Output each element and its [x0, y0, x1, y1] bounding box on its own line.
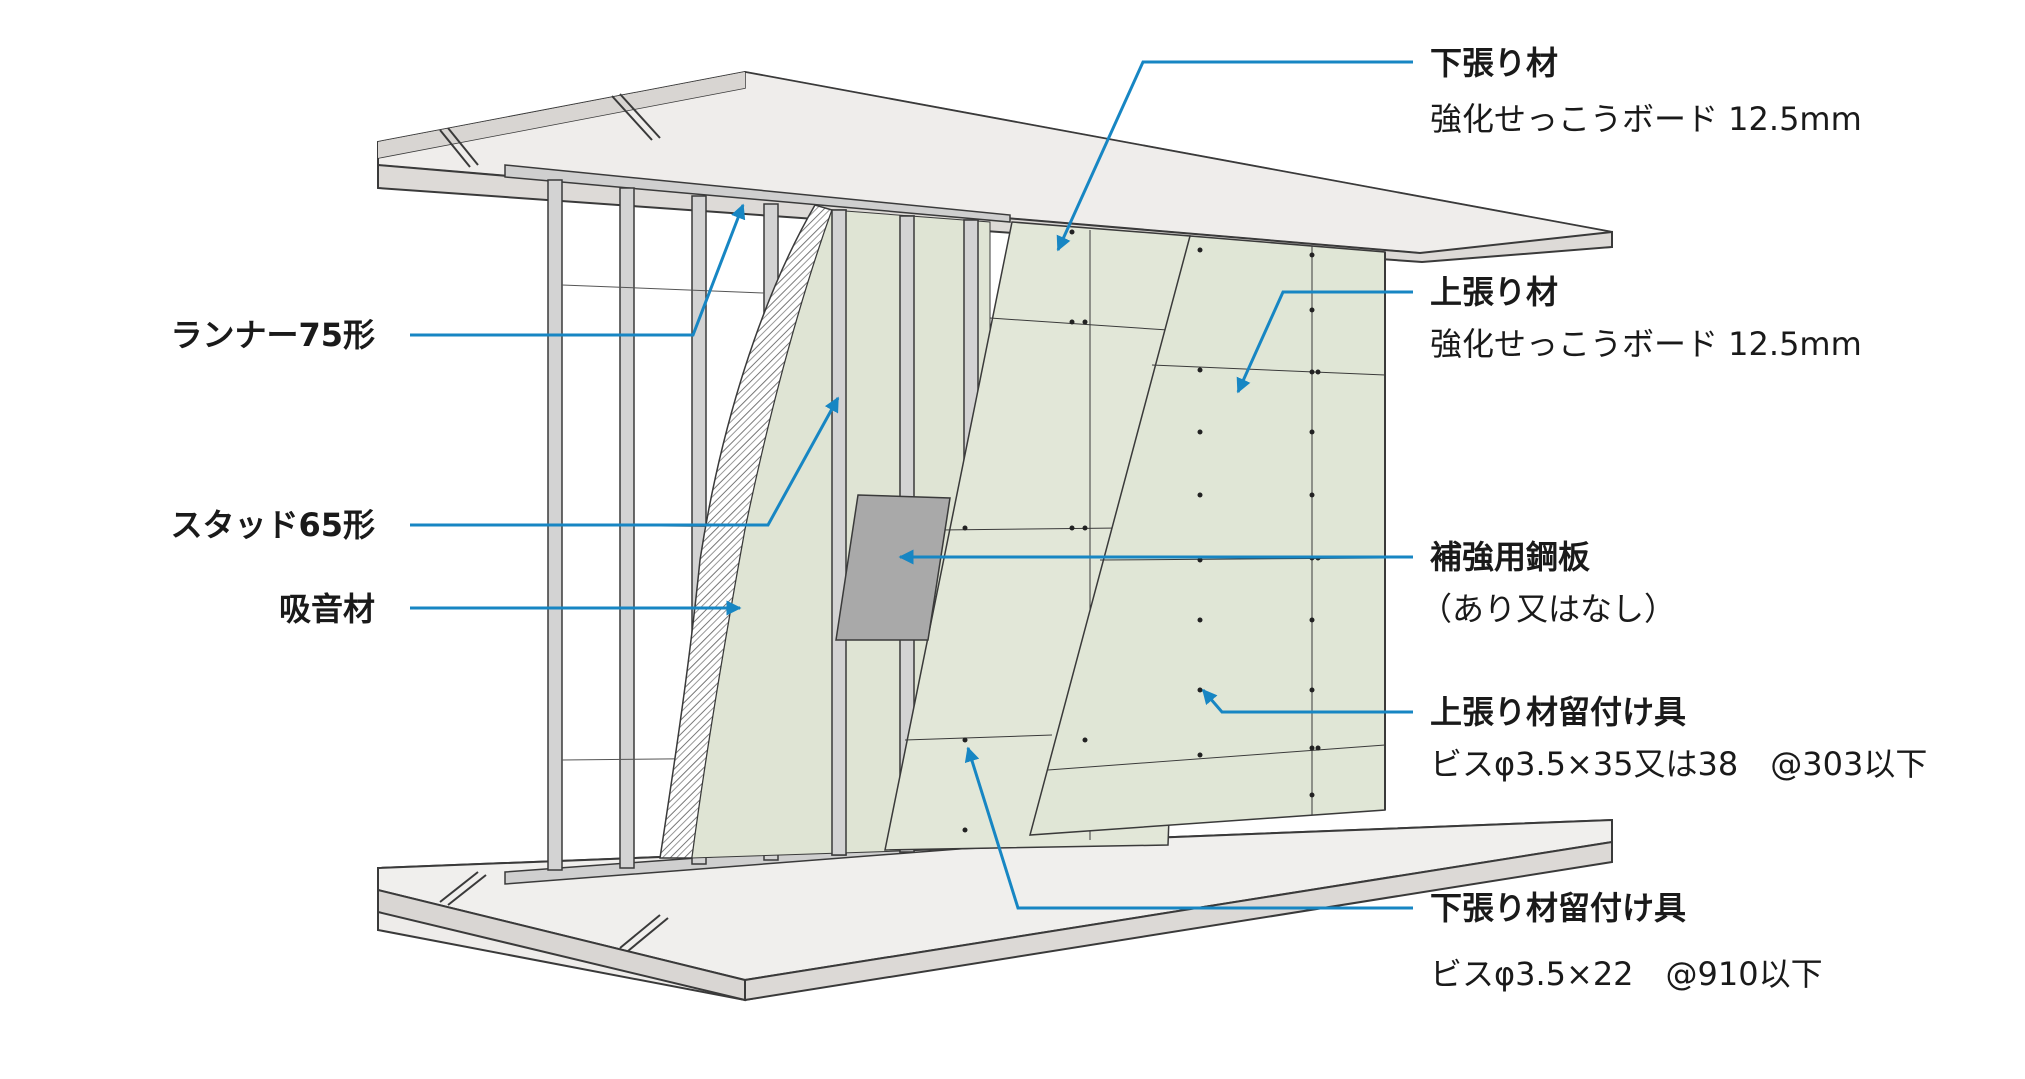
label-under-board-spec: 強化せっこうボード 12.5mm: [1430, 100, 1862, 138]
under-board-leader: [1056, 60, 1413, 252]
under-fastener-leader: [964, 746, 1413, 910]
label-steel-plate-note: （あり又はなし）: [1420, 590, 1676, 628]
label-under-fastener-title: 下張り材留付け具: [1430, 889, 1686, 927]
label-runner: ランナー75形: [170, 316, 375, 354]
label-over-board-spec: 強化せっこうボード 12.5mm: [1430, 325, 1862, 363]
ceiling-slab: [377, 70, 1613, 264]
leader-lines: [410, 60, 1413, 910]
label-over-fastener-title: 上張り材留付け具: [1430, 693, 1686, 731]
over-fastener-leader: [1201, 688, 1413, 714]
label-over-fastener-spec: ビスφ3.5×35又は38 @303以下: [1430, 745, 1927, 783]
steel-plate: [835, 494, 951, 641]
label-stud: スタッド65形: [170, 506, 375, 544]
label-steel-plate-title: 補強用鋼板: [1430, 538, 1590, 576]
label-insulation: 吸音材: [279, 590, 375, 628]
over-board-leader: [1236, 290, 1413, 394]
labels: ランナー75形 スタッド65形 吸音材 下張り材 強化せっこうボード 12.5m…: [170, 44, 1927, 993]
label-over-board-title: 上張り材: [1430, 273, 1558, 311]
floor-slab: [377, 818, 1613, 1002]
label-under-board-title: 下張り材: [1430, 44, 1558, 82]
over-board: [1029, 235, 1386, 836]
label-under-fastener-spec: ビスφ3.5×22 @910以下: [1430, 955, 1823, 993]
stud-leader: [410, 396, 840, 527]
runner-leader: [410, 203, 746, 337]
